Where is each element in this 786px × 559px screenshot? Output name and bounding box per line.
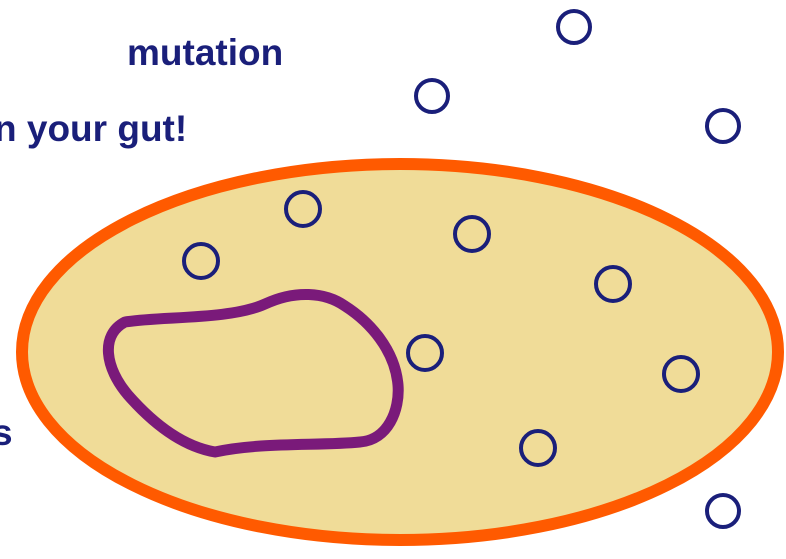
bacterial-cell	[22, 164, 778, 540]
particle-outside-1	[558, 11, 590, 43]
particle-outside-2	[416, 80, 448, 112]
text-line-fragment: s	[0, 414, 13, 451]
text-line-your-gut: n your gut!	[0, 110, 187, 147]
particle-outside-4	[707, 495, 739, 527]
particle-outside-3	[707, 110, 739, 142]
text-line-mutation: mutation	[127, 34, 283, 71]
